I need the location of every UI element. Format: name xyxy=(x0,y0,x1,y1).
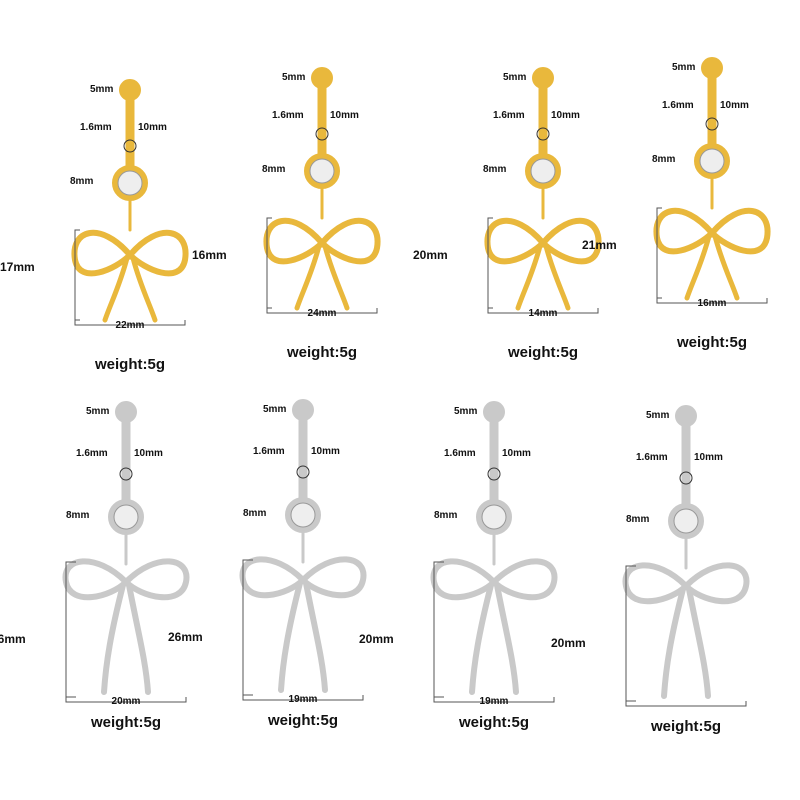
jewelry-drawing xyxy=(653,57,771,304)
jewelry-drawing xyxy=(62,401,190,703)
width-label: 19mm xyxy=(288,694,318,705)
bar-length-label: 10mm xyxy=(311,446,340,457)
ball-size-label: 5mm xyxy=(90,84,114,95)
gauge-label: 1.6mm xyxy=(80,122,112,133)
bar-length-label: 10mm xyxy=(134,448,163,459)
bow-icon xyxy=(62,558,190,601)
jewelry-drawing xyxy=(263,67,381,314)
gauge-label: 1.6mm xyxy=(493,110,525,121)
height-label: 20mm xyxy=(359,632,394,646)
height-label: 20mm xyxy=(551,636,586,650)
bar-length-label: 10mm xyxy=(694,452,723,463)
width-label: 20mm xyxy=(111,696,141,707)
gem-size-label: 8mm xyxy=(483,164,507,175)
ball-icon xyxy=(675,405,697,427)
gem-size-label: 8mm xyxy=(652,154,676,165)
height-label: 17mm xyxy=(0,260,35,274)
ball-icon xyxy=(115,401,137,423)
bow-icon xyxy=(653,207,771,255)
width-label: 14mm xyxy=(528,308,558,319)
jewelry-drawing xyxy=(71,79,189,326)
weight-label: weight:5g xyxy=(91,714,161,731)
product-item: 5mm 1.6mm 10mm 8mm 17mm 22mm weight:5g xyxy=(0,70,230,430)
weight-label: weight:5g xyxy=(651,718,721,735)
ball-icon xyxy=(701,57,723,79)
gem-size-label: 8mm xyxy=(243,508,267,519)
gauge-label: 1.6mm xyxy=(76,448,108,459)
width-label: 22mm xyxy=(115,320,145,331)
weight-label: weight:5g xyxy=(95,356,165,373)
jewelry-drawing xyxy=(622,405,750,707)
ball-size-label: 5mm xyxy=(454,406,478,417)
product-item: 5mm 1.6mm 10mm 8mm 26mm 20mm weight:5g xyxy=(0,392,226,752)
weight-label: weight:5g xyxy=(677,334,747,351)
ball-icon xyxy=(483,401,505,423)
gauge-label: 1.6mm xyxy=(272,110,304,121)
height-label: 21mm xyxy=(582,238,617,252)
gem-size-label: 8mm xyxy=(434,510,458,521)
height-label: 16mm xyxy=(192,248,227,262)
ball-icon xyxy=(532,67,554,89)
gem-size-label: 8mm xyxy=(262,164,286,175)
ball-size-label: 5mm xyxy=(86,406,110,417)
product-item: 5mm 1.6mm 10mm 8mm 21mm 16mm weight:5g xyxy=(582,48,800,408)
bar-length-label: 10mm xyxy=(330,110,359,121)
product-item: 5mm 1.6mm 10mm 8mm 20mm 14mm weight:5g xyxy=(413,58,643,418)
gauge-label: 1.6mm xyxy=(636,452,668,463)
gem-size-label: 8mm xyxy=(70,176,94,187)
jewelry-drawing xyxy=(239,399,367,701)
width-label: 19mm xyxy=(479,696,509,707)
bow-icon xyxy=(239,556,367,599)
jewelry-drawing xyxy=(484,67,602,314)
ball-icon xyxy=(311,67,333,89)
gem-size-label: 8mm xyxy=(626,514,650,525)
weight-label: weight:5g xyxy=(268,712,338,729)
bar-length-label: 10mm xyxy=(502,448,531,459)
weight-label: weight:5g xyxy=(459,714,529,731)
gauge-label: 1.6mm xyxy=(444,448,476,459)
bow-icon xyxy=(263,217,381,265)
product-item: 5mm 1.6mm 10mm 8mm 20mm weight:5g xyxy=(551,396,786,756)
ball-size-label: 5mm xyxy=(263,404,287,415)
bow-icon xyxy=(430,558,558,601)
bar-length-label: 10mm xyxy=(551,110,580,121)
bow-icon xyxy=(484,217,602,265)
ball-size-label: 5mm xyxy=(503,72,527,83)
gem-size-label: 8mm xyxy=(66,510,90,521)
width-label: 24mm xyxy=(307,308,337,319)
bar-length-label: 10mm xyxy=(138,122,167,133)
ball-size-label: 5mm xyxy=(646,410,670,421)
weight-label: weight:5g xyxy=(287,344,357,361)
ball-size-label: 5mm xyxy=(282,72,306,83)
gauge-label: 1.6mm xyxy=(662,100,694,111)
product-item: 5mm 1.6mm 10mm 8mm 26mm 19mm weight:5g xyxy=(168,390,403,750)
ball-icon xyxy=(119,79,141,101)
weight-label: weight:5g xyxy=(508,344,578,361)
bow-icon xyxy=(622,562,750,605)
bar-length-label: 10mm xyxy=(720,100,749,111)
jewelry-drawing xyxy=(430,401,558,703)
product-item: 5mm 1.6mm 10mm 8mm 20mm 19mm weight:5g xyxy=(359,392,594,752)
width-label: 16mm xyxy=(697,298,727,309)
gauge-label: 1.6mm xyxy=(253,446,285,457)
height-label: 20mm xyxy=(413,248,448,262)
bow-icon xyxy=(71,229,189,277)
ball-size-label: 5mm xyxy=(672,62,696,73)
product-item: 5mm 1.6mm 10mm 8mm 16mm 24mm weight:5g xyxy=(192,58,422,418)
ball-icon xyxy=(292,399,314,421)
height-label: 26mm xyxy=(0,632,26,646)
height-label: 26mm xyxy=(168,630,203,644)
